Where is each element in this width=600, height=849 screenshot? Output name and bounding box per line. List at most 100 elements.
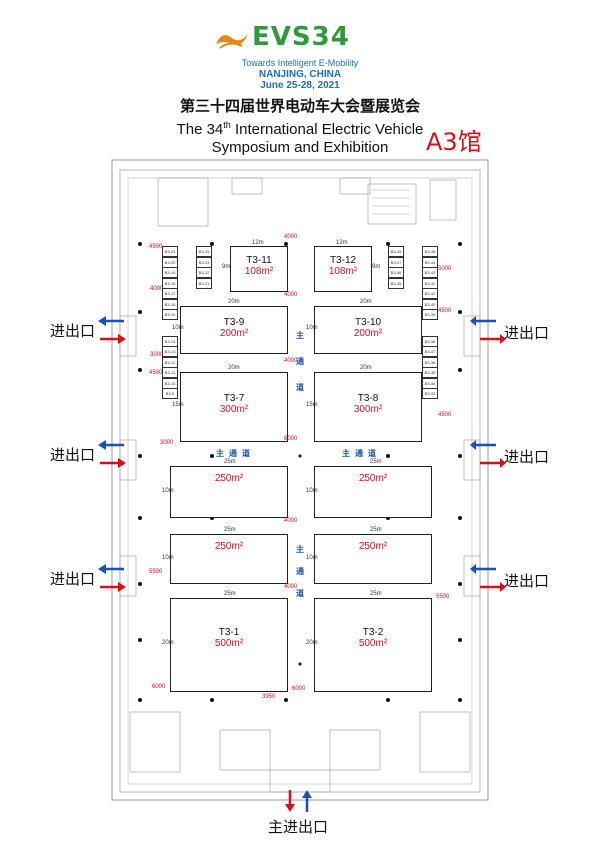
red-dim: 5500 [149, 569, 163, 575]
main-aisle-label: 主通道 [216, 449, 255, 458]
small-booth[interactable]: B3-12 [162, 356, 178, 368]
main-aisle-vertical: 通 [296, 567, 304, 576]
dim-label: 12m [336, 240, 348, 246]
tagline: Towards Intelligent E-Mobility [241, 58, 359, 68]
small-booth[interactable]: B3-44 [422, 256, 438, 268]
booth-250-a[interactable]: 250m² [170, 466, 288, 518]
red-dim: 5500 [436, 594, 450, 600]
red-dim: 4000 [284, 234, 298, 240]
small-booth[interactable]: B3-41 [422, 288, 438, 299]
red-dim: 4000 [284, 292, 298, 298]
dim-label: 25m [224, 591, 236, 597]
hall-name: A3馆 [426, 128, 482, 156]
exit-right-1[interactable]: 进出口 [504, 324, 550, 342]
exit-left-1[interactable]: 进出口 [50, 322, 96, 340]
small-booth[interactable]: B3-16 [162, 298, 178, 310]
red-dim: 6000 [152, 684, 166, 690]
small-booth[interactable]: B3-10 [162, 377, 178, 389]
dim-label: 20m [228, 365, 240, 371]
small-booth[interactable]: B3-45 [388, 277, 404, 289]
small-booth[interactable]: B3-33 [422, 388, 438, 399]
small-booth[interactable]: B3-48 [422, 246, 438, 257]
dim-label: 10m [306, 325, 318, 331]
small-booth[interactable]: B3-35 [422, 367, 438, 378]
small-booth[interactable]: B3-46 [388, 267, 404, 278]
dim-label: 10m [172, 325, 184, 331]
main-aisle-vertical: 主 [296, 545, 304, 554]
dates: June 25-28, 2021 [260, 80, 340, 91]
small-booth[interactable]: B3-9 [162, 388, 178, 399]
small-booth[interactable]: B3-47 [388, 256, 404, 268]
small-booth[interactable]: B3-19 [162, 267, 178, 278]
dim-label: 25m [224, 527, 236, 533]
dim-label: 9m [222, 264, 231, 270]
small-booth[interactable]: B3-40 [422, 298, 438, 310]
small-booth[interactable]: B3-18 [162, 277, 178, 289]
red-dim: 4000 [284, 584, 298, 590]
exit-arrows [98, 316, 506, 812]
small-booth[interactable]: B3-11 [162, 367, 178, 378]
dim-label: 20m [360, 365, 372, 371]
dim-label: 15m [172, 402, 184, 408]
red-dim: 3000 [150, 352, 164, 358]
small-booth[interactable]: B3-49 [388, 246, 404, 257]
red-dim: 4000 [150, 286, 164, 292]
booth-250-b[interactable]: 250m² [314, 466, 432, 518]
small-booth[interactable]: B3-14 [162, 335, 178, 347]
red-dim: 5000 [438, 266, 452, 272]
dim-label: 20m [360, 299, 372, 305]
small-booth[interactable]: B3-43 [422, 267, 438, 278]
small-booth[interactable]: B3-36 [422, 356, 438, 368]
booth-250-d[interactable]: 250m² [314, 534, 432, 584]
small-booth[interactable]: B3-42 [422, 277, 438, 289]
dim-label: 9m [372, 264, 381, 270]
dim-label: 10m [306, 488, 318, 494]
small-booth[interactable]: B3-17 [162, 288, 178, 299]
main-aisle-vertical: 通 [296, 357, 304, 366]
logo-text: EVS34 [252, 22, 350, 52]
dim-label: 15m [306, 402, 318, 408]
exit-left-2[interactable]: 进出口 [50, 446, 96, 464]
small-booth[interactable]: B3-34 [422, 377, 438, 389]
small-booth[interactable]: B3-21 [196, 277, 212, 289]
dim-label: 25m [224, 459, 236, 465]
small-booth[interactable]: B3-23 [196, 256, 212, 268]
exit-right-3[interactable]: 进出口 [504, 572, 550, 590]
red-dim: 3950 [262, 694, 276, 700]
small-booth[interactable]: B3-22 [196, 267, 212, 278]
small-booth[interactable]: B3-37 [422, 346, 438, 357]
small-booth[interactable]: B3-13 [162, 346, 178, 357]
logo: EVS34 [212, 22, 382, 58]
small-booth[interactable]: B3-38 [422, 335, 438, 347]
dim-label: 20m [162, 640, 174, 646]
ribbon-icon [216, 34, 248, 49]
dim-label: 25m [370, 527, 382, 533]
red-dim: 4500 [149, 370, 163, 376]
title-cn: 第三十四届世界电动车大会暨展览会 [179, 97, 420, 115]
small-booth[interactable]: B3-25 [196, 246, 212, 257]
exit-right-2[interactable]: 进出口 [504, 448, 550, 466]
dim-label: 20m [306, 640, 318, 646]
small-booth[interactable]: B3-39 [422, 309, 438, 320]
location: NANJING, CHINA [258, 69, 342, 80]
small-booth[interactable]: B3-20 [162, 256, 178, 268]
booth-250-c[interactable]: 250m² [170, 534, 288, 584]
small-booth[interactable]: B3-15 [162, 309, 178, 320]
exit-main[interactable]: 主进出口 [268, 818, 329, 836]
red-dim: 3000 [160, 440, 174, 446]
exit-left-3[interactable]: 进出口 [50, 570, 96, 588]
dim-label: 25m [370, 591, 382, 597]
main-aisle-vertical: 道 [296, 589, 304, 598]
small-booth[interactable]: B3-24 [162, 246, 178, 257]
dim-label: 10m [162, 488, 174, 494]
red-dim: 6000 [284, 436, 298, 442]
